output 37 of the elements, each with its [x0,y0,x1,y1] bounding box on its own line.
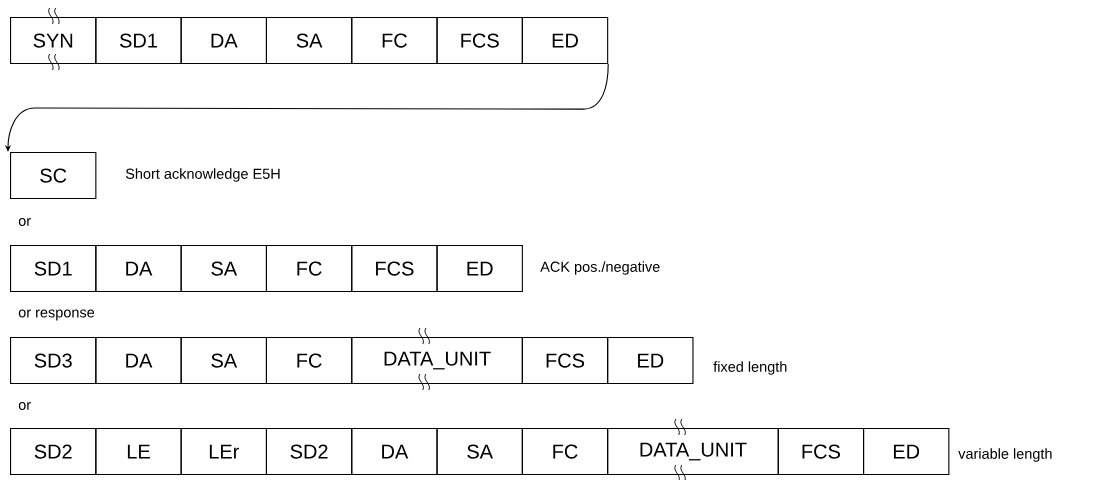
frame-field-cell: SD1 [10,245,97,293]
frame-field-cell: SC [10,152,97,200]
frame-field-cell: LEr [180,428,267,476]
frame-field-cell: SA [180,337,267,385]
frame-field-cell: LE [95,428,182,476]
frame-field-cell: FCS [351,245,438,293]
frame-field-cell: DA [351,428,438,476]
note-text: or [18,402,31,410]
frame-field-cell: FC [265,337,353,385]
frame-field-cell: SD2 [265,428,353,476]
frame-field-cell: SA [265,17,353,65]
frame-field-cell: FC [265,245,353,293]
note-text: Short acknowledge E5H [125,168,280,182]
frame-field-cell: SD1 [95,17,182,65]
frame-field-cell: FCS [777,428,865,476]
frame-field-cell: DA [95,337,182,385]
frame-field-cell: ED [521,17,609,65]
frame-field-cell: DATA_UNIT [351,337,523,385]
note-text: or response [18,309,95,321]
frame-field-cell: DATA_UNIT [607,428,779,476]
frame-field-cell: SYN [10,17,97,65]
frame-field-cell: SD2 [10,428,97,476]
frame-field-cell: SA [180,245,267,293]
note-text: fixed length [713,361,787,375]
frame-field-cell: FCS [436,17,523,65]
frame-field-cell: SD3 [10,337,97,385]
frame-field-cell: SA [436,428,523,476]
note-text: ACK pos./negative [540,261,660,275]
frame-field-cell: DA [180,17,267,65]
frame-field-cell: FC [521,428,609,476]
note-text: or [18,218,31,226]
frame-field-cell: FCS [521,337,609,385]
frame-field-cell: FC [351,17,438,65]
frame-field-cell: DA [95,245,182,293]
frame-field-cell: ED [607,337,694,385]
frame-field-cell: ED [436,245,523,293]
frame-field-cell: ED [863,428,950,476]
